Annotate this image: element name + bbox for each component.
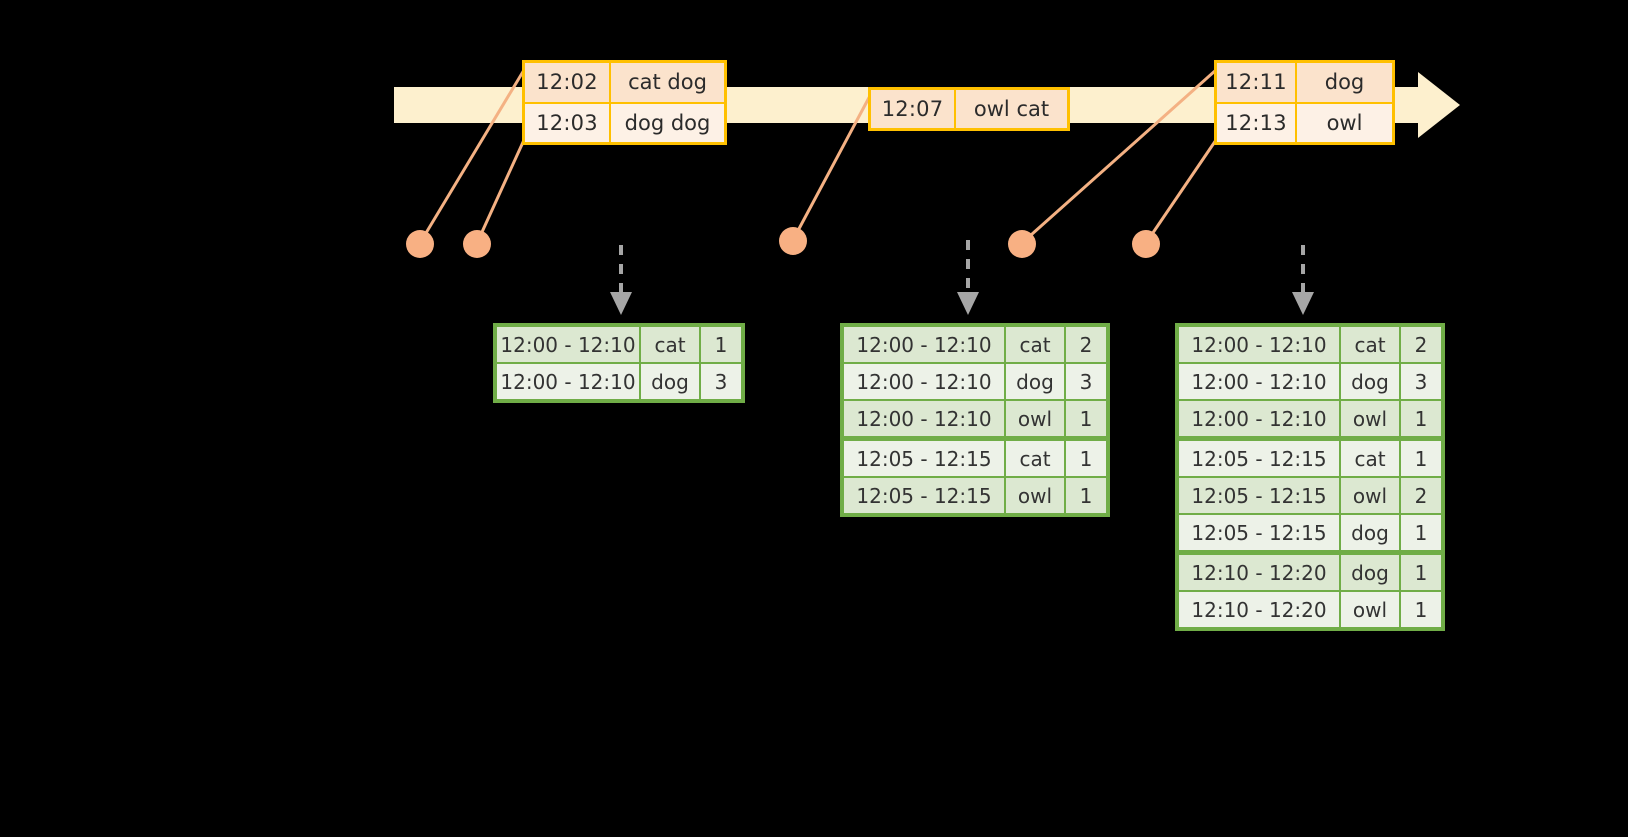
dashed-arrow-1 <box>610 245 632 315</box>
event-row[interactable]: 12:11 dog <box>1217 63 1392 102</box>
word-cell: dog <box>1341 555 1399 590</box>
event-time: 12:02 <box>525 63 611 102</box>
word-cell: cat <box>1341 441 1399 476</box>
event-dot-3[interactable] <box>779 227 807 255</box>
window-range-cell: 12:05 - 12:15 <box>1179 441 1339 476</box>
connector-line-5 <box>1144 139 1218 244</box>
word-cell: owl <box>1341 401 1399 436</box>
window-range-cell: 12:05 - 12:15 <box>844 441 1004 476</box>
window-range-cell: 12:00 - 12:10 <box>1179 401 1339 436</box>
event-time: 12:11 <box>1217 63 1297 102</box>
count-cell: 1 <box>1401 555 1441 590</box>
word-cell: cat <box>1006 441 1064 476</box>
event-time: 12:03 <box>525 103 611 142</box>
count-cell: 1 <box>1066 401 1106 436</box>
connector-line-2 <box>475 139 526 244</box>
window-range-cell: 12:10 - 12:20 <box>1179 555 1339 590</box>
event-group-3[interactable]: 12:11 dog 12:13 owl <box>1214 60 1395 145</box>
count-cell: 1 <box>1066 478 1106 513</box>
count-cell: 1 <box>1401 515 1441 550</box>
word-cell: cat <box>1006 327 1064 362</box>
word-cell: owl <box>1006 478 1064 513</box>
word-cell: owl <box>1341 478 1399 513</box>
event-dot-2[interactable] <box>463 230 491 258</box>
event-row[interactable]: 12:02 cat dog <box>525 63 724 102</box>
word-cell: dog <box>1341 364 1399 399</box>
dashed-arrow-2 <box>957 240 979 315</box>
event-dot-5[interactable] <box>1132 230 1160 258</box>
timeline-arrowhead <box>1420 75 1458 135</box>
window-range-cell: 12:00 - 12:10 <box>1179 327 1339 362</box>
event-time: 12:13 <box>1217 103 1297 142</box>
count-cell: 2 <box>1066 327 1106 362</box>
event-row[interactable]: 12:13 owl <box>1217 101 1392 142</box>
connector-line-3 <box>791 91 874 241</box>
window-range-cell: 12:05 - 12:15 <box>1179 515 1339 550</box>
word-cell: cat <box>641 327 699 362</box>
event-time: 12:07 <box>871 90 956 128</box>
event-group-2[interactable]: 12:07 owl cat <box>868 87 1070 131</box>
event-dot-4[interactable] <box>1008 230 1036 258</box>
window-range-cell: 12:00 - 12:10 <box>497 327 639 362</box>
count-cell: 2 <box>1401 478 1441 513</box>
dashed-arrow-3 <box>1292 245 1314 315</box>
window-range-cell: 12:00 - 12:10 <box>844 364 1004 399</box>
timeline-arrowhead-tip <box>1418 72 1460 138</box>
word-cell: dog <box>641 364 699 399</box>
count-cell: 1 <box>1401 441 1441 476</box>
event-words: owl <box>1326 110 1363 135</box>
count-cell: 3 <box>1066 364 1106 399</box>
count-cell: 1 <box>1401 401 1441 436</box>
event-group-1[interactable]: 12:02 cat dog 12:03 dog dog <box>522 60 727 145</box>
event-words: owl cat <box>973 97 1050 121</box>
connector-line-1 <box>418 69 526 244</box>
word-cell: cat <box>1341 327 1399 362</box>
window-range-cell: 12:00 - 12:10 <box>497 364 639 399</box>
event-dot-1[interactable] <box>406 230 434 258</box>
word-cell: dog <box>1341 515 1399 550</box>
window-range-cell: 12:00 - 12:10 <box>1179 364 1339 399</box>
event-row[interactable]: 12:07 owl cat <box>871 90 1067 128</box>
count-cell: 1 <box>1401 592 1441 627</box>
event-words: dog <box>1324 70 1365 95</box>
word-cell: dog <box>1006 364 1064 399</box>
word-cell: owl <box>1341 592 1399 627</box>
word-cell: owl <box>1006 401 1064 436</box>
window-range-cell: 12:10 - 12:20 <box>1179 592 1339 627</box>
count-cell: 2 <box>1401 327 1441 362</box>
count-cell: 1 <box>1066 441 1106 476</box>
window-range-cell: 12:00 - 12:10 <box>844 401 1004 436</box>
event-row[interactable]: 12:03 dog dog <box>525 101 724 142</box>
event-words: dog dog <box>624 110 711 135</box>
count-cell: 3 <box>1401 364 1441 399</box>
count-cell: 1 <box>701 327 741 362</box>
window-range-cell: 12:05 - 12:15 <box>1179 478 1339 513</box>
window-range-cell: 12:05 - 12:15 <box>844 478 1004 513</box>
count-cell: 3 <box>701 364 741 399</box>
event-words: cat dog <box>628 70 707 95</box>
window-range-cell: 12:00 - 12:10 <box>844 327 1004 362</box>
